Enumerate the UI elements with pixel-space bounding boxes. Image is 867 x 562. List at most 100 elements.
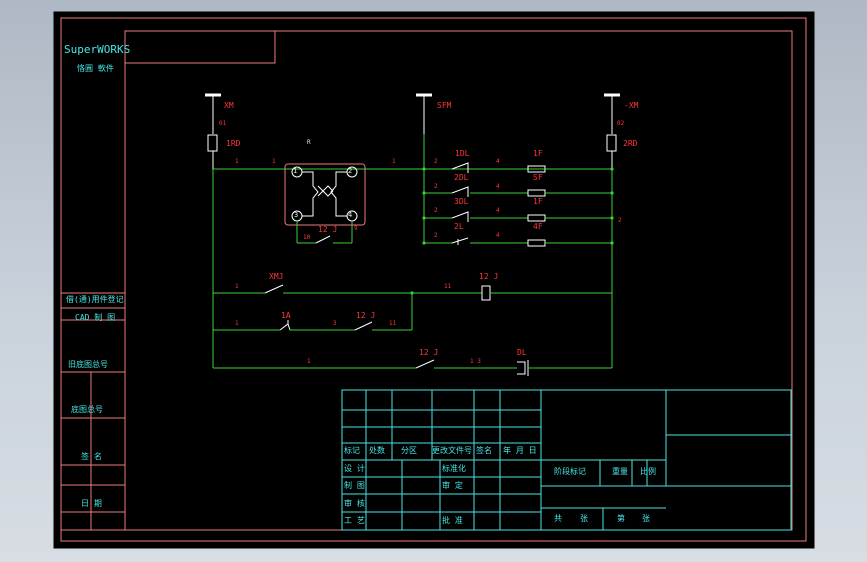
switch-row2-label: 2DL: [454, 173, 469, 182]
tb-row-draft: 制 图: [344, 481, 365, 490]
terminal-left-label: XM: [224, 101, 234, 110]
tb-approval: 批 准: [442, 516, 463, 525]
tb-row-process: 工 艺: [344, 516, 365, 525]
node-right-2: 2: [618, 217, 622, 224]
relay-winding-top: [317, 185, 334, 192]
relay-terminal-4: 4: [348, 211, 353, 219]
node-4a: 4: [496, 158, 500, 165]
tb-stage-mark: 阶段标记: [554, 467, 586, 476]
side-block: [60, 292, 125, 531]
tb-header-change-doc: 更改文件号: [432, 446, 472, 455]
relay-coil-right: [330, 171, 347, 217]
relay-box: [284, 163, 366, 226]
node-2a: 2: [434, 158, 438, 165]
relay-terminal-1: 1: [293, 167, 298, 175]
canvas-black: [53, 11, 815, 549]
tb-scale: 比例: [640, 467, 656, 476]
ctrl2-push-button: [264, 284, 284, 294]
tb-header-zone: 分区: [401, 446, 417, 455]
row0-switch: [451, 162, 469, 173]
row3-switch: [451, 237, 469, 244]
fuse-left-label: 1RD: [226, 139, 241, 148]
brand-name: SuperWORKS: [64, 43, 131, 56]
row0-node-r: [610, 167, 614, 171]
node-row4-l: 1: [307, 358, 311, 365]
tb-header-signature: 签名: [476, 446, 492, 455]
relay-coil-left: [302, 171, 319, 217]
ctrl4-contact: [415, 359, 435, 369]
relay-winding-bot: [317, 190, 334, 197]
row2-switch: [451, 211, 469, 222]
side-borrow-register: 借(通)用件登记: [66, 295, 124, 304]
top-mark: R: [307, 139, 311, 146]
tb-standardization: 标准化: [442, 464, 466, 473]
tb-sheet: 张: [642, 514, 650, 523]
top-code-box: [124, 30, 276, 64]
tb-weight: 重量: [612, 467, 628, 476]
switch-row3-label: 3DL: [454, 197, 469, 206]
push-button-label: XMJ: [269, 272, 284, 281]
relay-terminal-3: 3: [294, 211, 299, 219]
lamp-row2-label: 1F: [533, 197, 543, 206]
relay-contact-label: 12 J: [318, 225, 338, 234]
relay-terminal-2: 2: [348, 167, 353, 175]
tb-header-mark: 标记: [344, 446, 360, 455]
node-row4-m: 1 3: [470, 358, 481, 365]
bottom-contact-label: 12 J: [419, 348, 439, 357]
brand-subtitle: 恪圓 軟件: [77, 64, 114, 73]
node-4b: 4: [496, 183, 500, 190]
tb-row-review: 审 核: [344, 499, 365, 508]
outer-frame: [60, 17, 807, 542]
coil-label: 12 J: [479, 272, 499, 281]
row1-node-l: [422, 191, 426, 195]
terminal-right-label: -XM: [624, 101, 639, 110]
switch-row1-label: 1DL: [455, 149, 470, 158]
node-row3-r: 11: [389, 320, 397, 327]
node-row2-l: 1: [235, 283, 239, 290]
node-row2-r: 11: [444, 283, 452, 290]
tb-header-count: 处数: [369, 446, 385, 455]
row1-switch: [451, 186, 469, 197]
relay-contact-blade: [315, 235, 331, 244]
ctrl4-bell: [517, 361, 526, 375]
node-right-fuse: 02: [617, 120, 625, 127]
side-signature: 签 名: [81, 452, 102, 461]
row3-node-l: [422, 241, 426, 245]
side-old-drawing-no: 旧底图总号: [68, 360, 108, 369]
switch-row4-label: 2L: [454, 222, 464, 231]
node-9: 9: [354, 225, 358, 232]
lamp-row1-label: SF: [533, 173, 543, 182]
bell-label: DL: [517, 348, 527, 357]
node-4c: 4: [496, 207, 500, 214]
node-left-fuse: 01: [219, 120, 227, 127]
row1-node-r: [610, 191, 614, 195]
row2-node-l: [422, 216, 426, 220]
tb-total: 共: [554, 514, 562, 523]
row3-node-r: [610, 241, 614, 245]
node-2b: 2: [434, 183, 438, 190]
tb-sheets: 张: [580, 514, 588, 523]
side-drawing-no: 底图总号: [71, 405, 103, 414]
node-1b: 1: [272, 158, 276, 165]
node-2c: 2: [434, 207, 438, 214]
node-1a: 1: [235, 158, 239, 165]
node-4d: 4: [496, 232, 500, 239]
tb-row-design: 设 计: [344, 464, 365, 473]
node-row3-m: 3: [333, 320, 337, 327]
node-row3-l: 1: [235, 320, 239, 327]
ctrl3-aux-contact: [354, 321, 373, 331]
fuse-right-label: 2RD: [623, 139, 638, 148]
tb-page-no: 第: [617, 514, 625, 523]
terminal-center-label: SFM: [437, 101, 452, 110]
tb-header-date: 年 月 日: [503, 446, 537, 455]
lamp-row3-label: 4F: [533, 222, 543, 231]
node-10: 10: [303, 234, 311, 241]
row0-node-l: [422, 167, 426, 171]
side-cad-drawing: CAD 制 图: [75, 313, 116, 322]
tb-approve-review: 审 定: [442, 481, 463, 490]
row2-node-r: [610, 216, 614, 220]
aux-contact-label: 12 J: [356, 311, 376, 320]
lamp-row1-top-label: 1F: [533, 149, 543, 158]
